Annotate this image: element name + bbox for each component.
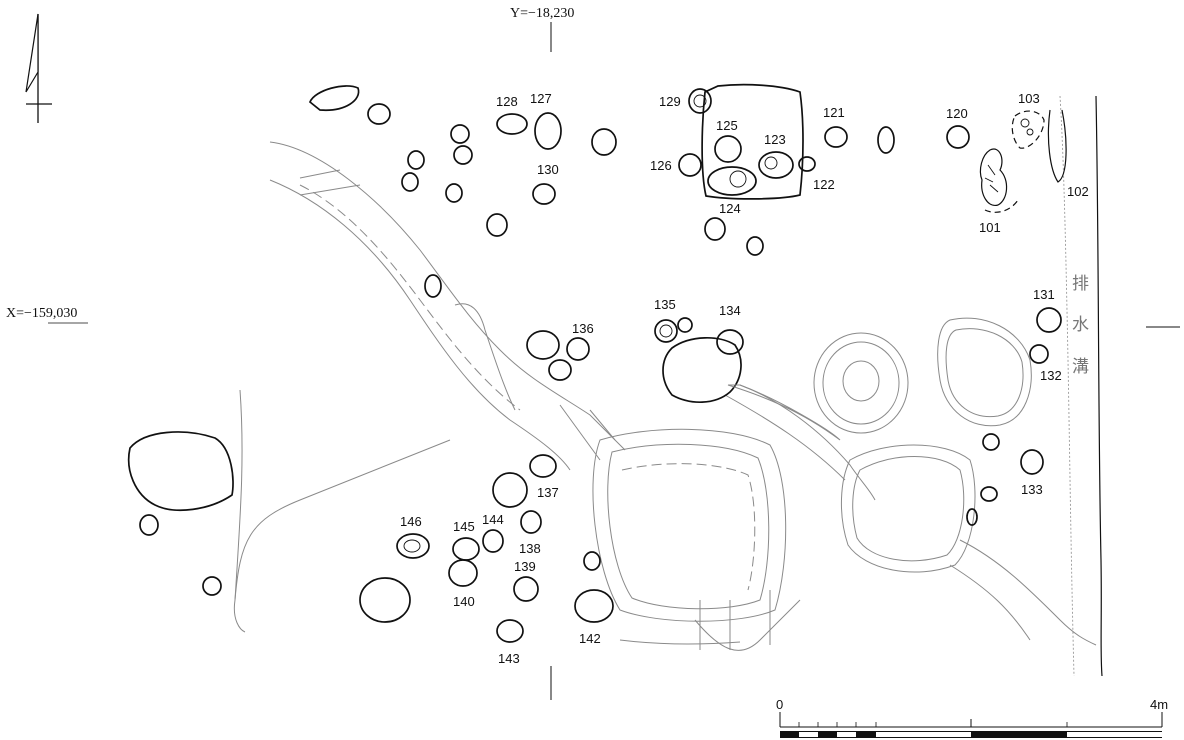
pit-139: [513, 576, 539, 602]
label-127: 127: [530, 91, 552, 106]
channel-feature: [233, 141, 1097, 651]
pit-145: [452, 537, 480, 561]
label-125: 125: [716, 118, 738, 133]
label-129: 129: [659, 94, 681, 109]
pit-unlabeled-nw: [308, 85, 360, 111]
pit-127: [534, 112, 562, 150]
label-143: 143: [498, 651, 520, 666]
pit-125: [714, 135, 742, 163]
label-103: 103: [1018, 91, 1040, 106]
pit-137: [529, 454, 557, 478]
feature-101: [979, 148, 1019, 213]
drainage-label-1: 排: [1072, 274, 1089, 294]
large-pit-ne-2: [937, 317, 1032, 427]
pit-128: [496, 113, 528, 135]
pit-122: [798, 156, 816, 172]
pit-129: [688, 88, 712, 114]
label-120: 120: [946, 106, 968, 121]
label-126: 126: [650, 158, 672, 173]
pit-123: [758, 151, 794, 179]
pit-143: [496, 619, 524, 643]
pit-124-outline: [701, 83, 804, 200]
pit-133: [1020, 449, 1044, 475]
label-140: 140: [453, 594, 475, 609]
pit-130: [532, 183, 556, 205]
pit-134-large: [662, 337, 742, 403]
label-102: 102: [1067, 184, 1089, 199]
drainage-ditch: [1047, 95, 1103, 677]
pit-138: [520, 510, 542, 534]
pit-135: [654, 319, 678, 343]
label-133: 133: [1021, 482, 1043, 497]
label-142: 142: [579, 631, 601, 646]
large-pit-center: [592, 428, 787, 622]
label-132: 132: [1040, 368, 1062, 383]
label-135: 135: [654, 297, 676, 312]
pit-144: [482, 529, 504, 553]
pit-132: [1029, 344, 1049, 364]
label-123: 123: [764, 132, 786, 147]
pit-136: [526, 330, 560, 360]
pit-131: [1036, 307, 1062, 333]
scale-start-label: 0: [776, 697, 783, 712]
label-124: 124: [719, 201, 741, 216]
pit-124-inner: [707, 166, 757, 196]
pit-121: [824, 126, 848, 148]
label-134: 134: [719, 303, 741, 318]
large-pit-east: [841, 444, 976, 573]
label-137: 137: [537, 485, 559, 500]
feature-103: [1011, 110, 1045, 149]
pit-120: [946, 125, 970, 149]
pit-140: [448, 559, 478, 587]
x-coordinate-label: X=−159,030: [6, 306, 77, 321]
label-101: 101: [979, 220, 1001, 235]
label-139: 139: [514, 559, 536, 574]
pit-126: [678, 153, 702, 177]
pit-146: [396, 533, 430, 559]
label-146: 146: [400, 514, 422, 529]
label-121: 121: [823, 105, 845, 120]
label-145: 145: [453, 519, 475, 534]
label-144: 144: [482, 512, 504, 527]
label-130: 130: [537, 162, 559, 177]
pit-134: [716, 329, 744, 355]
drainage-label-2: 水: [1072, 315, 1089, 335]
pit-142: [574, 589, 614, 623]
label-122: 122: [813, 177, 835, 192]
label-138: 138: [519, 541, 541, 556]
label-136: 136: [572, 321, 594, 336]
drainage-label-3: 溝: [1072, 357, 1089, 377]
north-arrow-icon: [25, 13, 52, 123]
label-131: 131: [1033, 287, 1055, 302]
y-coordinate-label: Y=−18,230: [510, 6, 574, 21]
label-128: 128: [496, 94, 518, 109]
pit-west-large: [127, 431, 234, 511]
scale-end-label: 4m: [1150, 697, 1168, 712]
large-pit-ne-1: [813, 332, 909, 434]
scale-bar: [779, 712, 1163, 738]
